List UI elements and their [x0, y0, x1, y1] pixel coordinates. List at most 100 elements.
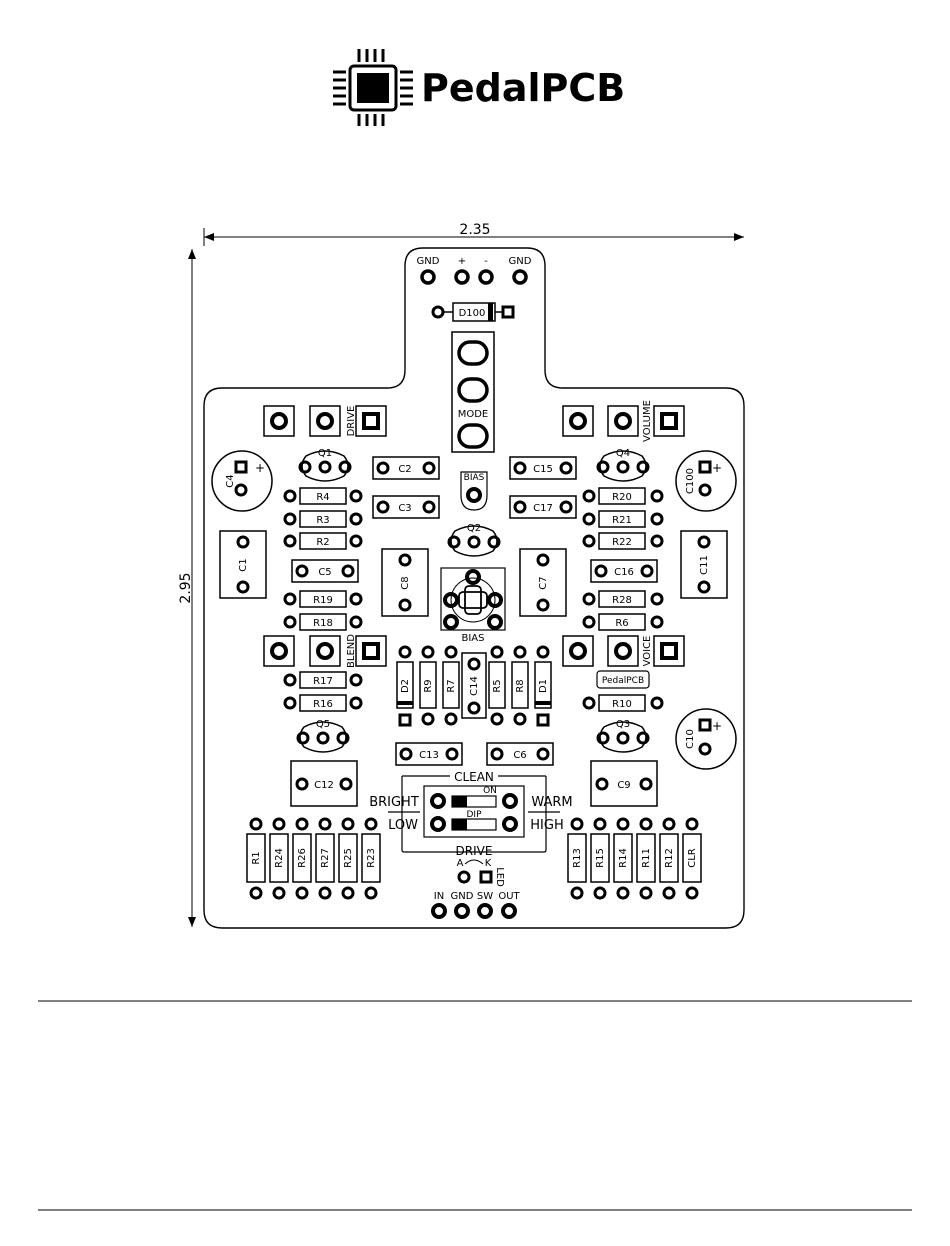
capacitor-c8: C8 — [381, 548, 429, 617]
io-header: IN GND SW OUT — [431, 891, 521, 919]
resistor-r17: R17 — [283, 671, 363, 689]
capacitor-c7: C7 — [519, 548, 567, 617]
capacitor-c17: C17 — [509, 495, 577, 519]
label-c2: C2 — [398, 464, 411, 475]
label-r3: R3 — [316, 515, 329, 526]
label-led: LED — [494, 867, 505, 887]
resistor-r14: R14 — [613, 817, 633, 900]
label-q3: Q3 — [616, 719, 630, 730]
svg-text:+: + — [712, 719, 722, 733]
label-q5: Q5 — [316, 719, 330, 730]
label-led-cathode: K — [485, 858, 492, 869]
label-r22: R22 — [612, 537, 632, 548]
svg-text:+: + — [712, 461, 722, 475]
capacitor-c5: C5 — [291, 559, 359, 583]
transistor-q2: Q2 — [447, 523, 501, 557]
label-clr: CLR — [687, 848, 698, 868]
label-drive-switch: DRIVE — [456, 844, 493, 858]
label-c11: C11 — [699, 555, 710, 575]
label-c6: C6 — [513, 750, 526, 761]
label-c1: C1 — [238, 558, 249, 571]
capacitor-c16: C16 — [590, 559, 658, 583]
label-r16: R16 — [313, 699, 333, 710]
chip-icon — [333, 49, 413, 126]
label-c9: C9 — [617, 780, 630, 791]
label-d1: D1 — [538, 679, 549, 693]
diode-d1: D1 — [534, 645, 552, 727]
board-outline — [203, 247, 745, 929]
label-r28: R28 — [612, 595, 632, 606]
transistor-q4: Q4 — [596, 448, 650, 482]
label-c17: C17 — [533, 503, 553, 514]
label-volume: VOLUME — [642, 400, 653, 442]
label-high: HIGH — [530, 818, 563, 833]
label-led-anode: A — [457, 858, 464, 869]
label-c7: C7 — [538, 576, 549, 589]
bias-trimmer: BIAS — [440, 567, 506, 644]
dip-switch-2-knob — [452, 819, 467, 830]
resistor-r25: R25 — [338, 817, 358, 900]
label-r11: R11 — [641, 848, 652, 868]
svg-text:+: + — [255, 461, 265, 475]
label-r2: R2 — [316, 537, 329, 548]
capacitor-c10: + C10 — [675, 708, 737, 770]
resistor-r24: R24 — [269, 817, 289, 900]
pad-label-plus: + — [458, 256, 466, 267]
label-bias-top: BIAS — [464, 473, 485, 483]
label-r6: R6 — [615, 618, 628, 629]
capacitor-c11: C11 — [680, 530, 728, 599]
pad-label-in: IN — [434, 891, 444, 902]
label-c3: C3 — [398, 503, 411, 514]
label-c13: C13 — [419, 750, 439, 761]
label-r18: R18 — [313, 618, 333, 629]
pot-blend: BLEND — [263, 634, 387, 668]
resistor-r11: R11 — [636, 817, 656, 900]
pot-volume: VOLUME — [562, 400, 685, 442]
dip-switch-1-knob — [452, 796, 467, 807]
resistor-r10: R10 — [582, 694, 664, 712]
height-dimension: 2.95 — [178, 249, 196, 927]
pot-voice: VOICE — [562, 635, 685, 667]
capacitor-c15: C15 — [509, 456, 577, 480]
resistor-r16: R16 — [283, 694, 363, 712]
label-voice: VOICE — [642, 636, 653, 667]
resistor-r21: R21 — [582, 510, 664, 528]
label-r5: R5 — [492, 679, 503, 692]
label-c12: C12 — [314, 780, 334, 791]
transistor-q1: Q1 — [298, 448, 352, 482]
capacitor-c12: C12 — [290, 760, 358, 807]
label-c5: C5 — [318, 567, 331, 578]
resistor-r27: R27 — [315, 817, 335, 900]
label-r15: R15 — [595, 848, 606, 868]
pad-label-gnd: GND — [417, 256, 440, 267]
label-blend: BLEND — [346, 634, 357, 668]
label-r8: R8 — [515, 679, 526, 692]
resistor-clr: CLR — [682, 817, 702, 900]
width-dimension: 2.35 — [203, 222, 744, 246]
label-r13: R13 — [572, 848, 583, 868]
label-low: LOW — [388, 818, 418, 833]
label-dip: DIP — [466, 810, 482, 820]
width-label: 2.35 — [459, 222, 490, 238]
power-header: GND + - GND — [417, 256, 532, 285]
pad-label-gnd2: GND — [509, 256, 532, 267]
resistor-r15: R15 — [590, 817, 610, 900]
resistor-r28: R28 — [582, 590, 664, 608]
label-r4: R4 — [316, 492, 329, 503]
label-r23: R23 — [366, 848, 377, 868]
resistor-r8: R8 — [511, 645, 529, 726]
capacitor-c3: C3 — [372, 495, 440, 519]
resistor-r22: R22 — [582, 532, 664, 550]
mode-switch: MODE — [451, 331, 495, 453]
capacitor-c14: C14 — [461, 652, 487, 719]
label-c16: C16 — [614, 567, 634, 578]
resistor-r7: R7 — [442, 645, 460, 726]
resistor-r3: R3 — [283, 510, 363, 528]
led: A K LED — [457, 858, 505, 887]
label-c8: C8 — [400, 576, 411, 589]
diode-d2: D2 — [396, 645, 414, 727]
label-r12: R12 — [664, 848, 675, 868]
capacitor-c1: C1 — [219, 530, 267, 599]
